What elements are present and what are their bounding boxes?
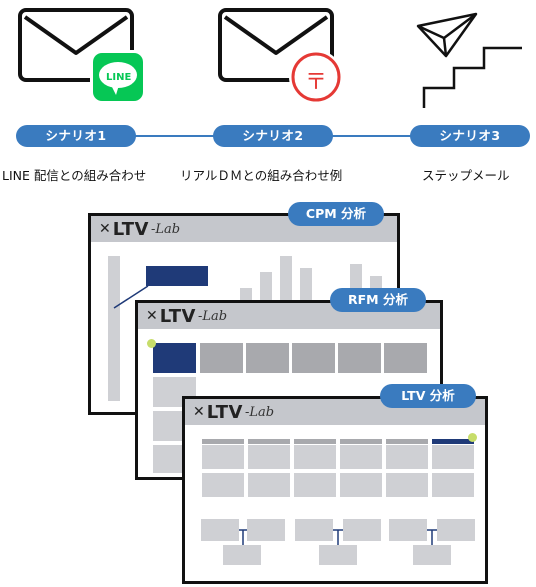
scenario-1-pill: シナリオ1 [16, 125, 136, 147]
rfm-tag: RFM 分析 [330, 288, 426, 312]
envelope-line-icon: LINE [15, 5, 150, 105]
ltv-cell [294, 473, 336, 497]
brand-lab: -Lab [197, 308, 228, 324]
cpm-tag: CPM 分析 [288, 202, 384, 226]
ltv-cell [294, 445, 336, 469]
envelope-postmark-icon: 〒 [215, 5, 350, 105]
line-badge-text: LINE [106, 72, 132, 83]
ltv-cell [340, 473, 382, 497]
postal-mark-text: 〒 [304, 70, 327, 95]
ltv-cell [202, 445, 244, 469]
ltv-cell [386, 445, 428, 469]
scenario-3-caption: ステップメール [422, 168, 510, 183]
brand-lab: -Lab [244, 404, 275, 420]
ltv-header-cell [294, 439, 336, 444]
ltv-cell [248, 445, 290, 469]
ltv-lab-logo: ✕ LTV -Lab [193, 401, 274, 423]
brand-x: ✕ [193, 404, 205, 420]
ltv-tree-diagram [201, 519, 475, 565]
paper-plane-stairs-icon [410, 8, 530, 113]
ltv-lab-logo: ✕ LTV -Lab [146, 305, 227, 327]
ltv-lab-logo: ✕ LTV -Lab [99, 218, 180, 240]
rfm-cell [246, 343, 289, 373]
scenario-2-pill: シナリオ2 [213, 125, 333, 147]
ltv-header-cell [386, 439, 428, 444]
scenario-3-pill: シナリオ3 [410, 125, 530, 147]
rfm-cell-selected [153, 343, 196, 373]
cpm-bar [108, 256, 120, 401]
scenario-connector-1 [120, 135, 230, 137]
scenario-1-caption: LINE 配信との組み合わせ [2, 168, 147, 183]
brand-ltv: LTV [206, 401, 243, 423]
ltv-cell [432, 445, 474, 469]
rfm-dot [147, 339, 156, 348]
brand-x: ✕ [99, 221, 111, 237]
ltv-cell [248, 473, 290, 497]
ltv-header-cell [340, 439, 382, 444]
ltv-header-cell-selected [432, 439, 474, 444]
ltv-dot [468, 433, 477, 442]
ltv-cell [340, 445, 382, 469]
ltv-header-cell [202, 439, 244, 444]
ltv-cell [386, 473, 428, 497]
cpm-tooltip [146, 266, 208, 286]
ltv-tag: LTV 分析 [380, 384, 476, 408]
ltv-cell [202, 473, 244, 497]
ltv-cell [432, 473, 474, 497]
rfm-cell [338, 343, 381, 373]
ltv-window: ✕ LTV -Lab [182, 396, 488, 584]
brand-lab: -Lab [150, 221, 181, 237]
scenario-connector-2 [320, 135, 425, 137]
brand-ltv: LTV [159, 305, 196, 327]
brand-ltv: LTV [112, 218, 149, 240]
rfm-cell [200, 343, 243, 373]
ltv-header-cell [248, 439, 290, 444]
cpm-tooltip-pointer [113, 285, 149, 309]
brand-x: ✕ [146, 308, 158, 324]
rfm-cell [384, 343, 427, 373]
scenario-2-caption: リアルＤＭとの組み合わせ例 [180, 168, 343, 183]
rfm-cell [292, 343, 335, 373]
